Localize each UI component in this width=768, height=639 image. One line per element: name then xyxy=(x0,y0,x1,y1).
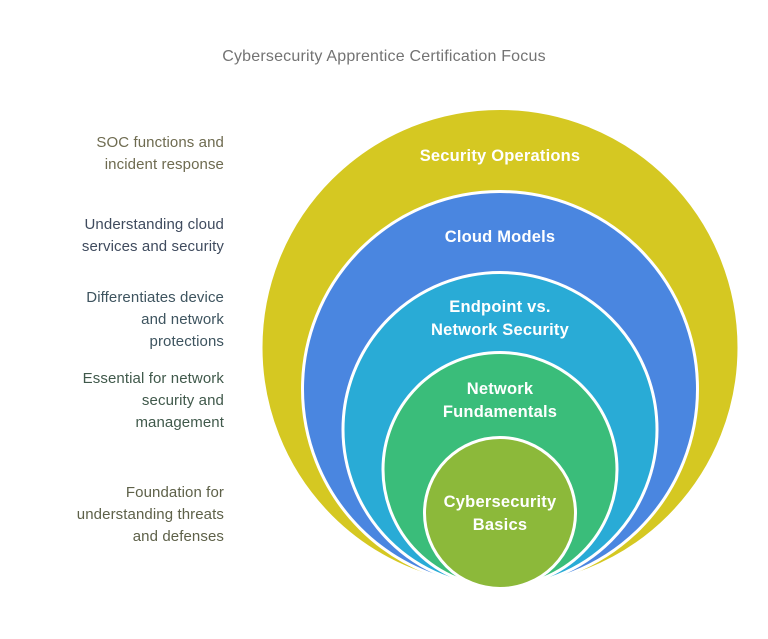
ring-label-cybersecurity-basics: Cybersecurity Basics xyxy=(444,491,557,537)
ring-label-line: Network xyxy=(466,380,534,398)
ring-circle-cybersecurity-basics xyxy=(423,436,577,590)
ring-label-line: Endpoint vs. xyxy=(449,298,551,316)
ring-label-security-operations: Security Operations xyxy=(420,145,581,168)
annotation-endpoint-vs-network-security: Differentiates device and network protec… xyxy=(86,289,224,350)
annotation-security-operations: SOC functions and incident response xyxy=(96,134,224,173)
ring-label-line: Basics xyxy=(472,516,528,534)
annotation-cybersecurity-basics: Foundation for understanding threats and… xyxy=(76,484,224,545)
page-title: Cybersecurity Apprentice Certification F… xyxy=(222,48,546,65)
ring-label-endpoint-vs-network-security: Endpoint vs. Network Security xyxy=(431,296,569,342)
annotation-network-fundamentals: Essential for network security and manag… xyxy=(82,370,224,431)
ring-label-line: Cloud Models xyxy=(444,228,556,246)
annotation-cloud-models: Understanding cloud services and securit… xyxy=(81,216,224,255)
ring-label-line: Cybersecurity xyxy=(443,493,557,511)
ring-label-cloud-models: Cloud Models xyxy=(445,226,556,249)
ring-label-line: Security Operations xyxy=(419,147,581,165)
ring-label-network-fundamentals: Network Fundamentals xyxy=(443,378,557,424)
ring-label-line: Network Security xyxy=(431,321,569,339)
ring-label-line: Fundamentals xyxy=(442,403,558,421)
